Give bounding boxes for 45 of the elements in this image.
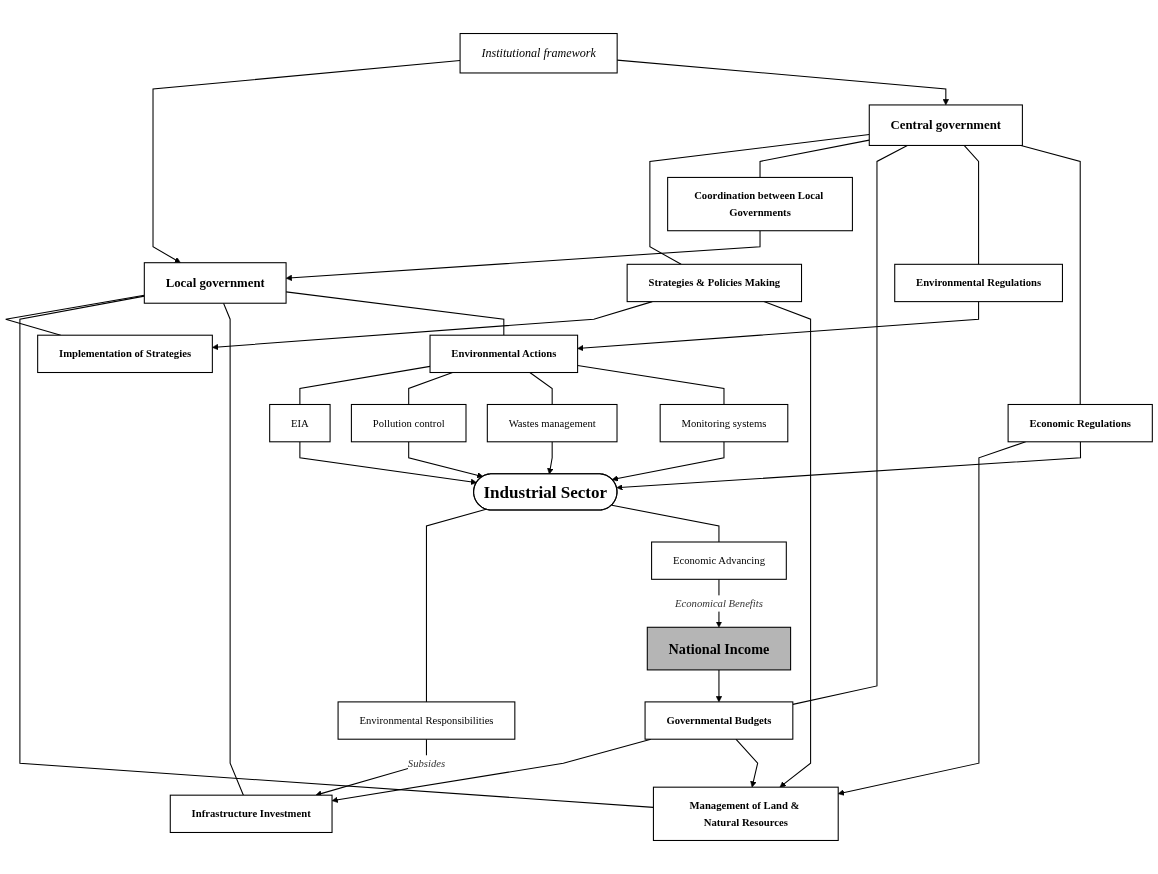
node-box: EIA [269,403,331,443]
node-box: Central government [868,104,1023,146]
node-box: Coordination between Local Governments [667,176,853,232]
node-box: Local government [143,262,287,304]
connector [425,508,487,703]
node-box: Institutional framework [459,33,618,74]
arrow [715,669,723,703]
node-box: Strategies & Policies Making [626,263,803,303]
connector [649,134,870,265]
connector [529,371,553,406]
arrow [152,60,461,263]
node-box: Economic Regulations [1007,403,1153,443]
node-box: Monitoring systems [659,403,789,443]
arrow [763,301,812,788]
connector [577,364,725,406]
connector [963,144,980,265]
arrow [212,301,653,351]
arrow [611,441,725,482]
node-box: Implementation of Strategies [37,334,213,374]
connector [1020,144,1081,406]
node-box: National Income [646,626,792,671]
node-box: Environmental Actions [429,334,579,374]
node-box: Infrastructure Investment [169,794,333,833]
arrow [408,441,484,479]
node-box: Management of Land & Natural Resources [652,786,839,841]
connector [759,139,870,178]
arrow [735,738,759,788]
arrow [547,441,554,475]
node-box: Environmental Responsibilities [337,701,516,740]
edge-label: Subsides [407,757,446,769]
node-box: Pollution control [350,403,467,443]
node-box: Economic Advancing [651,541,787,580]
connector [5,294,145,336]
edge-label: Economical Benefits [674,597,763,609]
node-box: Wastes management [486,403,618,443]
node-box: Governmental Budgets [644,701,794,740]
arrow [577,301,980,352]
node-box: Environmental Regulations [894,263,1063,303]
connector [299,365,431,406]
arrow [616,441,1082,491]
connector [19,295,654,808]
connector [792,144,908,705]
connector [611,504,720,543]
connector [223,302,244,796]
arrow [299,441,477,485]
